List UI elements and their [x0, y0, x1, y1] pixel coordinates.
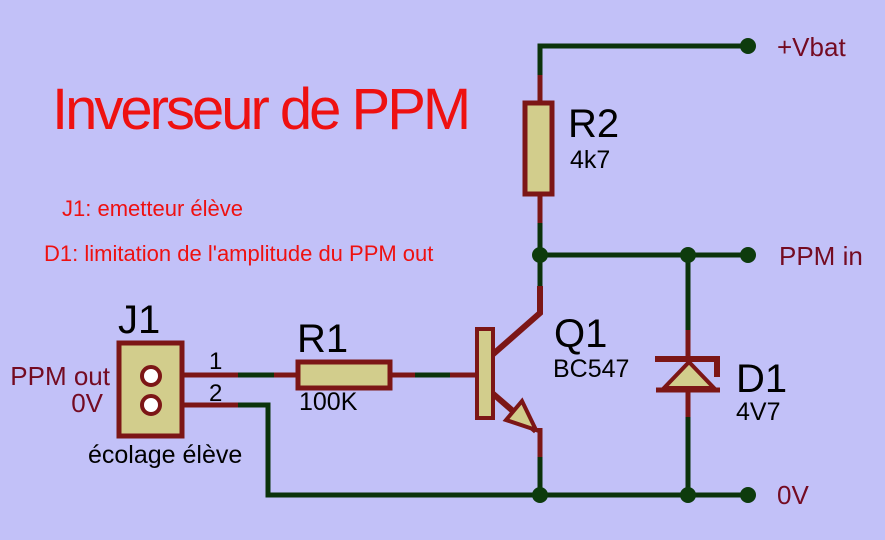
schematic-title: Inverseur de PPM — [52, 77, 468, 142]
junction-emitter-ground — [532, 487, 548, 503]
component-bodies — [116, 100, 720, 439]
wire-vbat-rail — [537, 43, 748, 78]
d1-triangle — [659, 359, 719, 390]
component-pins — [161, 75, 691, 457]
wires — [236, 43, 748, 498]
resistor-r1-body — [295, 359, 393, 391]
d1-value-label: 4V7 — [736, 398, 780, 426]
r1-value-label: 100K — [299, 388, 358, 416]
j1-pad-1 — [140, 365, 162, 387]
q1-value-label: BC547 — [553, 355, 629, 383]
net-label-ppm-in: PPM in — [779, 241, 863, 271]
junction-d1-top — [680, 247, 696, 263]
j1-note-label: écolage élève — [88, 441, 242, 469]
net-label-0v-left: 0V — [71, 388, 103, 418]
transistor-q1-base-bar — [475, 327, 495, 420]
j1-pin2-number: 2 — [209, 380, 222, 407]
wire-ground-rail — [236, 402, 748, 498]
terminal-vbat — [740, 38, 756, 54]
d1-ref-label: D1 — [736, 357, 787, 401]
note-d1: D1: limitation de l'amplitude du PPM out — [44, 241, 433, 266]
q1-ref-label: Q1 — [554, 312, 607, 356]
r2-value-label: 4k7 — [570, 146, 610, 174]
resistor-r2-body — [522, 100, 555, 197]
terminal-ppm-in — [740, 247, 756, 263]
r2-ref-label: R2 — [568, 102, 619, 146]
j1-ref-label: J1 — [118, 298, 160, 342]
net-label-vbat: +Vbat — [777, 32, 846, 62]
junction-collector-node — [532, 247, 548, 263]
r1-ref-label: R1 — [297, 317, 348, 361]
junction-d1-ground — [680, 487, 696, 503]
note-j1: J1: emetteur élève — [62, 196, 243, 221]
q1-collector-pin — [489, 286, 543, 359]
connector-j1-body — [116, 340, 185, 439]
junctions — [532, 38, 756, 503]
q1-emitter-arrow — [502, 397, 540, 434]
net-label-ppm-out: PPM out — [10, 361, 110, 391]
j1-pin1-number: 1 — [209, 348, 222, 375]
j1-pad-2 — [140, 394, 162, 416]
terminal-0v — [740, 487, 756, 503]
net-label-0v-right: 0V — [777, 480, 809, 510]
